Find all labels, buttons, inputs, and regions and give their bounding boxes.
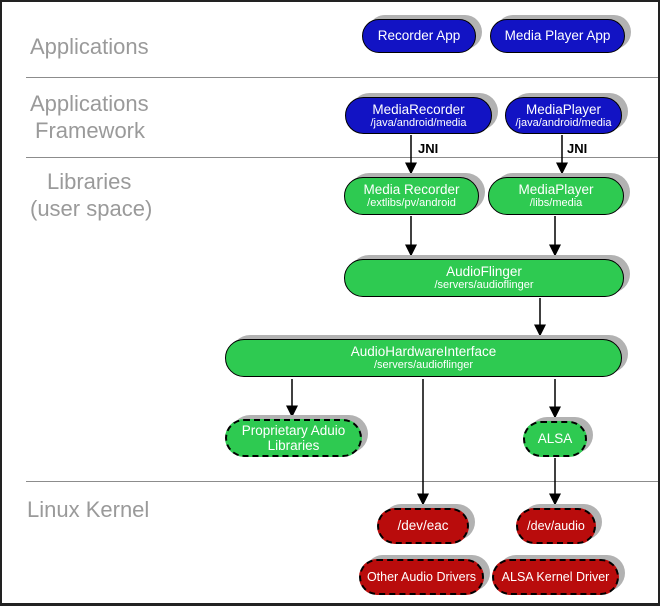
divider-applications-framework bbox=[26, 77, 658, 78]
layer-label-linux-kernel: Linux Kernel bbox=[27, 496, 149, 523]
node-title: Media Player App bbox=[504, 28, 611, 44]
node-title: Media Recorder bbox=[363, 182, 460, 198]
layer-label-line: Applications bbox=[30, 34, 149, 59]
layer-label-line: Linux Kernel bbox=[27, 497, 150, 522]
node-other-audio-drivers: Other Audio Drivers bbox=[359, 559, 484, 595]
node-mediaplayer-lib: MediaPlayer /libs/media bbox=[488, 177, 624, 215]
node-path: /extlibs/pv/android bbox=[367, 197, 456, 210]
node-proprietary-audio-libraries: Proprietary Aduio Libraries bbox=[225, 419, 362, 457]
node-path: /java/android/media bbox=[515, 116, 612, 129]
jni-label-player: JNI bbox=[567, 141, 588, 156]
node-recorder-app: Recorder App bbox=[362, 19, 476, 53]
node-mediarecorder-framework: MediaRecorder /java/android/media bbox=[345, 97, 492, 134]
node-path: /libs/media bbox=[529, 197, 583, 210]
node-dev-audio: /dev/audio bbox=[516, 508, 596, 544]
node-title: Other Audio Drivers bbox=[366, 569, 477, 584]
node-audioflinger: AudioFlinger /servers/audioflinger bbox=[344, 259, 624, 297]
node-title: MediaRecorder bbox=[372, 101, 465, 117]
node-title: /dev/audio bbox=[527, 518, 585, 533]
layer-label-line: (user space) bbox=[30, 196, 153, 221]
divider-framework-libraries bbox=[26, 157, 658, 158]
node-title: ALSA Kernel Driver bbox=[501, 569, 610, 584]
layer-label-libraries: Libraries (user space) bbox=[30, 168, 152, 222]
layer-label-line: Framework bbox=[35, 118, 146, 143]
node-title: MediaPlayer bbox=[525, 101, 602, 117]
node-title: MediaPlayer bbox=[518, 182, 594, 198]
layer-label-applications: Applications bbox=[30, 33, 149, 60]
node-title-line2: Libraries bbox=[267, 438, 320, 453]
node-title: Recorder App bbox=[377, 28, 461, 44]
node-alsa: ALSA bbox=[523, 421, 587, 457]
node-title: AudioHardwareInterface bbox=[350, 344, 497, 360]
node-path: /java/android/media bbox=[370, 116, 467, 129]
node-audiohardwareinterface: AudioHardwareInterface /servers/audiofli… bbox=[225, 339, 622, 377]
node-title: /dev/eac bbox=[397, 518, 449, 534]
divider-libraries-kernel bbox=[26, 481, 658, 482]
node-title: AudioFlinger bbox=[446, 264, 522, 280]
layer-label-applications-framework: Applications Framework bbox=[30, 90, 149, 144]
layer-label-line: Libraries bbox=[47, 169, 132, 194]
jni-label-recorder: JNI bbox=[418, 141, 439, 156]
node-mediaplayer-framework: MediaPlayer /java/android/media bbox=[505, 97, 622, 134]
node-title: Proprietary Aduio bbox=[241, 422, 346, 438]
node-alsa-kernel-driver: ALSA Kernel Driver bbox=[492, 559, 619, 595]
node-title: ALSA bbox=[537, 431, 573, 447]
layer-label-line: Applications bbox=[30, 91, 149, 116]
node-path: /servers/audioflinger bbox=[373, 359, 474, 372]
node-dev-eac: /dev/eac bbox=[377, 508, 469, 544]
node-media-player-app: Media Player App bbox=[490, 19, 625, 53]
node-media-recorder-lib: Media Recorder /extlibs/pv/android bbox=[344, 177, 479, 215]
node-path: /servers/audioflinger bbox=[434, 279, 534, 292]
